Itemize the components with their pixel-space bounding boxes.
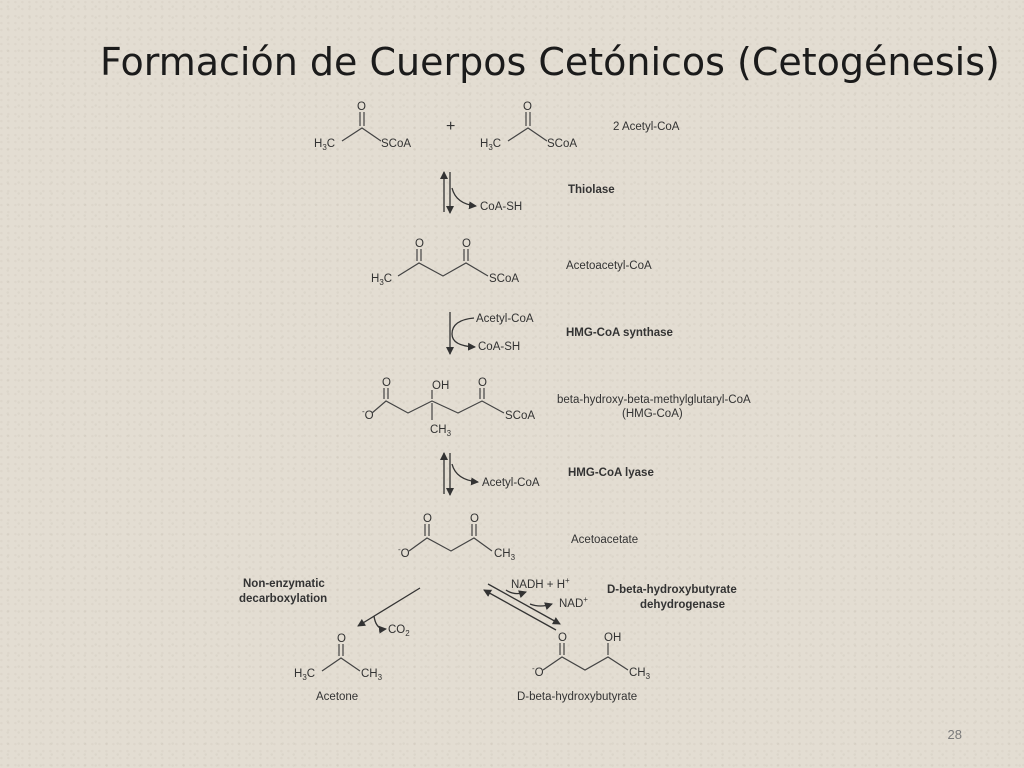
byproduct-co2: CO2 <box>388 624 410 638</box>
hmg-coa-structure: -O O OH CH3 O SCoA <box>362 377 535 438</box>
atom-o-minus: -O <box>362 407 374 422</box>
atom-o: O <box>337 633 346 645</box>
enzyme-dehydrogenase-line2: dehydrogenase <box>640 599 725 611</box>
cofactor-coa-sh-2: CoA-SH <box>478 341 520 353</box>
atom-oh: OH <box>432 380 449 392</box>
atom-o: O <box>357 101 366 113</box>
atom-o: O <box>558 632 567 644</box>
atom-o: O <box>462 238 471 250</box>
label-hmg-coa-line2: (HMG-CoA) <box>622 408 683 420</box>
label-acetoacetyl-coa: Acetoacetyl-CoA <box>566 260 652 272</box>
label-non-enzymatic: Non-enzymatic <box>243 578 325 590</box>
arrow-step-hmg-coa-synthase <box>446 312 476 355</box>
cofactor-coa-sh-1: CoA-SH <box>480 201 522 213</box>
atom-oh: OH <box>604 632 621 644</box>
atom-o: O <box>523 101 532 113</box>
atom-scoa: SCoA <box>381 138 411 150</box>
atom-o: O <box>470 513 479 525</box>
hydroxybutyrate-structure: -O O OH CH3 <box>532 632 651 681</box>
arrow-decarboxylation <box>357 587 421 634</box>
arrow-step-thiolase <box>440 171 477 214</box>
acetyl-coa-structure-1: H3C O SCoA <box>314 101 411 152</box>
atom-ch3: CH3 <box>629 667 651 681</box>
atom-ch3: CH3 <box>494 548 516 562</box>
acetone-structure: H3C O CH3 <box>294 633 383 682</box>
enzyme-hmg-coa-synthase: HMG-CoA synthase <box>566 327 673 339</box>
atom-scoa: SCoA <box>505 410 535 422</box>
page-number: 28 <box>947 727 962 742</box>
atom-ch3: CH3 <box>361 668 383 682</box>
enzyme-dehydrogenase-line1: D-beta-hydroxybutyrate <box>607 584 737 596</box>
label-acetoacetate: Acetoacetate <box>571 534 638 546</box>
slide-title: Formación de Cuerpos Cetónicos (Cetogéne… <box>100 40 1000 84</box>
atom-o: O <box>382 377 391 389</box>
label-decarboxylation: decarboxylation <box>239 593 327 605</box>
atom-o: O <box>478 377 487 389</box>
cofactor-nad: NAD+ <box>559 595 588 610</box>
atom-o-minus: -O <box>532 664 544 679</box>
acetyl-coa-structure-2: H3C O SCoA <box>480 101 577 152</box>
atom-scoa: SCoA <box>489 273 519 285</box>
label-hmg-coa-line1: beta-hydroxy-beta-methylglutaryl-CoA <box>557 394 751 406</box>
plus-sign: + <box>446 118 455 135</box>
atom-h3c: H3C <box>294 668 315 682</box>
enzyme-thiolase: Thiolase <box>568 184 615 196</box>
label-d-beta-hydroxybutyrate: D-beta-hydroxybutyrate <box>517 691 637 703</box>
arrow-dehydrogenase <box>483 583 561 631</box>
atom-h3c: H3C <box>371 273 392 287</box>
label-acetyl-coa: 2 Acetyl-CoA <box>613 121 680 133</box>
cofactor-acetyl-coa-in: Acetyl-CoA <box>476 313 534 325</box>
acetoacetate-structure: -O O O CH3 <box>398 513 516 562</box>
arrow-step-hmg-coa-lyase <box>440 452 479 496</box>
enzyme-hmg-coa-lyase: HMG-CoA lyase <box>568 467 654 479</box>
atom-ch3: CH3 <box>430 424 452 438</box>
acetoacetyl-coa-structure: H3C O O SCoA <box>371 238 519 287</box>
cofactor-acetyl-coa-out: Acetyl-CoA <box>482 477 540 489</box>
atom-o: O <box>423 513 432 525</box>
atom-h3c: H3C <box>314 138 335 152</box>
atom-scoa: SCoA <box>547 138 577 150</box>
atom-o-minus: -O <box>398 545 410 560</box>
cofactor-nadh: NADH + H+ <box>511 576 570 591</box>
label-acetone: Acetone <box>316 691 358 703</box>
atom-h3c: H3C <box>480 138 501 152</box>
atom-o: O <box>415 238 424 250</box>
